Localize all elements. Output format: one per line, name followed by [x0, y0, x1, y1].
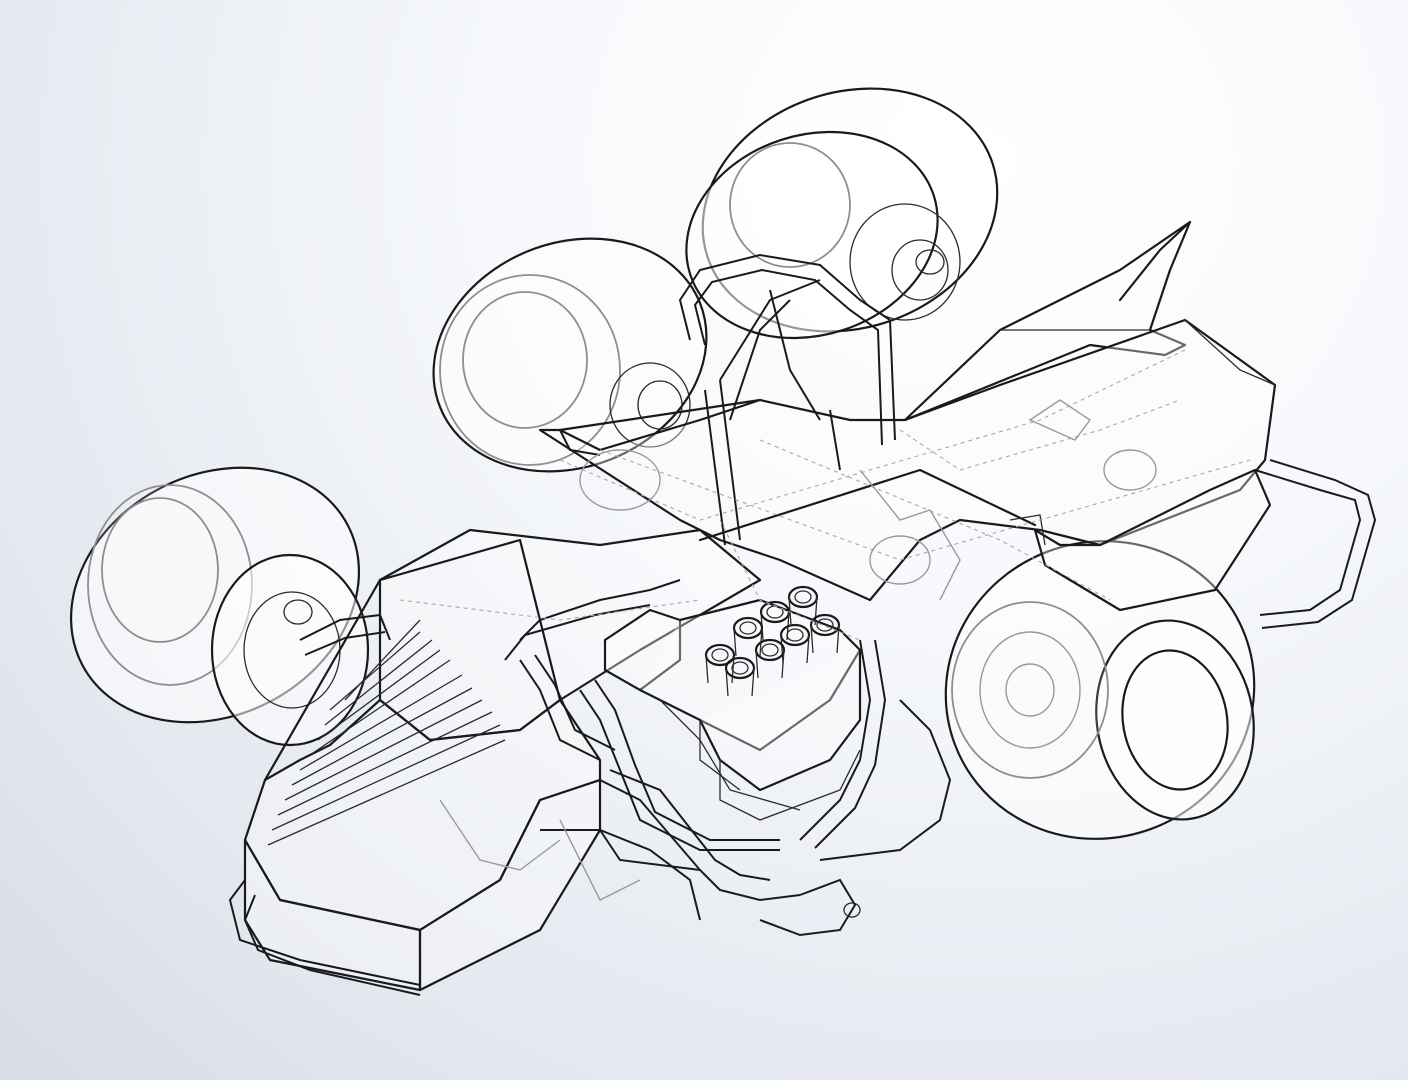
rear-spoiler	[903, 220, 1192, 422]
engine-intake-icon	[704, 585, 841, 697]
engine	[504, 579, 952, 861]
front-right-wheel[interactable]	[904, 498, 1297, 882]
front-nose	[228, 538, 602, 996]
rear-right-wheel[interactable]	[659, 51, 1029, 369]
nose-grille	[263, 538, 562, 846]
roll-cage	[559, 253, 896, 546]
rear-left-wheel[interactable]	[398, 199, 742, 512]
hidden-internal-lines	[399, 349, 1251, 901]
front-left-wheel[interactable]	[26, 419, 404, 772]
